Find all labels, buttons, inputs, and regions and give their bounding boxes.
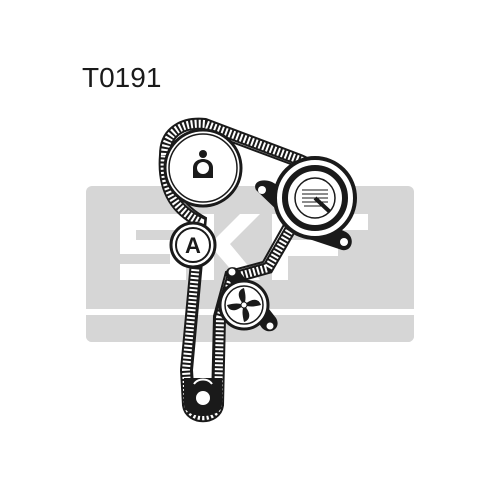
tensioner-marker-label: A: [185, 233, 201, 258]
part-number-label: T0191: [82, 62, 162, 93]
tensioner-pulley-icon: A: [169, 221, 217, 269]
water-pump-icon: [218, 267, 278, 332]
camshaft-gear-icon: [163, 128, 243, 208]
idler-pulley-icon: [255, 156, 357, 251]
crank-pulley-icon: [184, 378, 222, 416]
